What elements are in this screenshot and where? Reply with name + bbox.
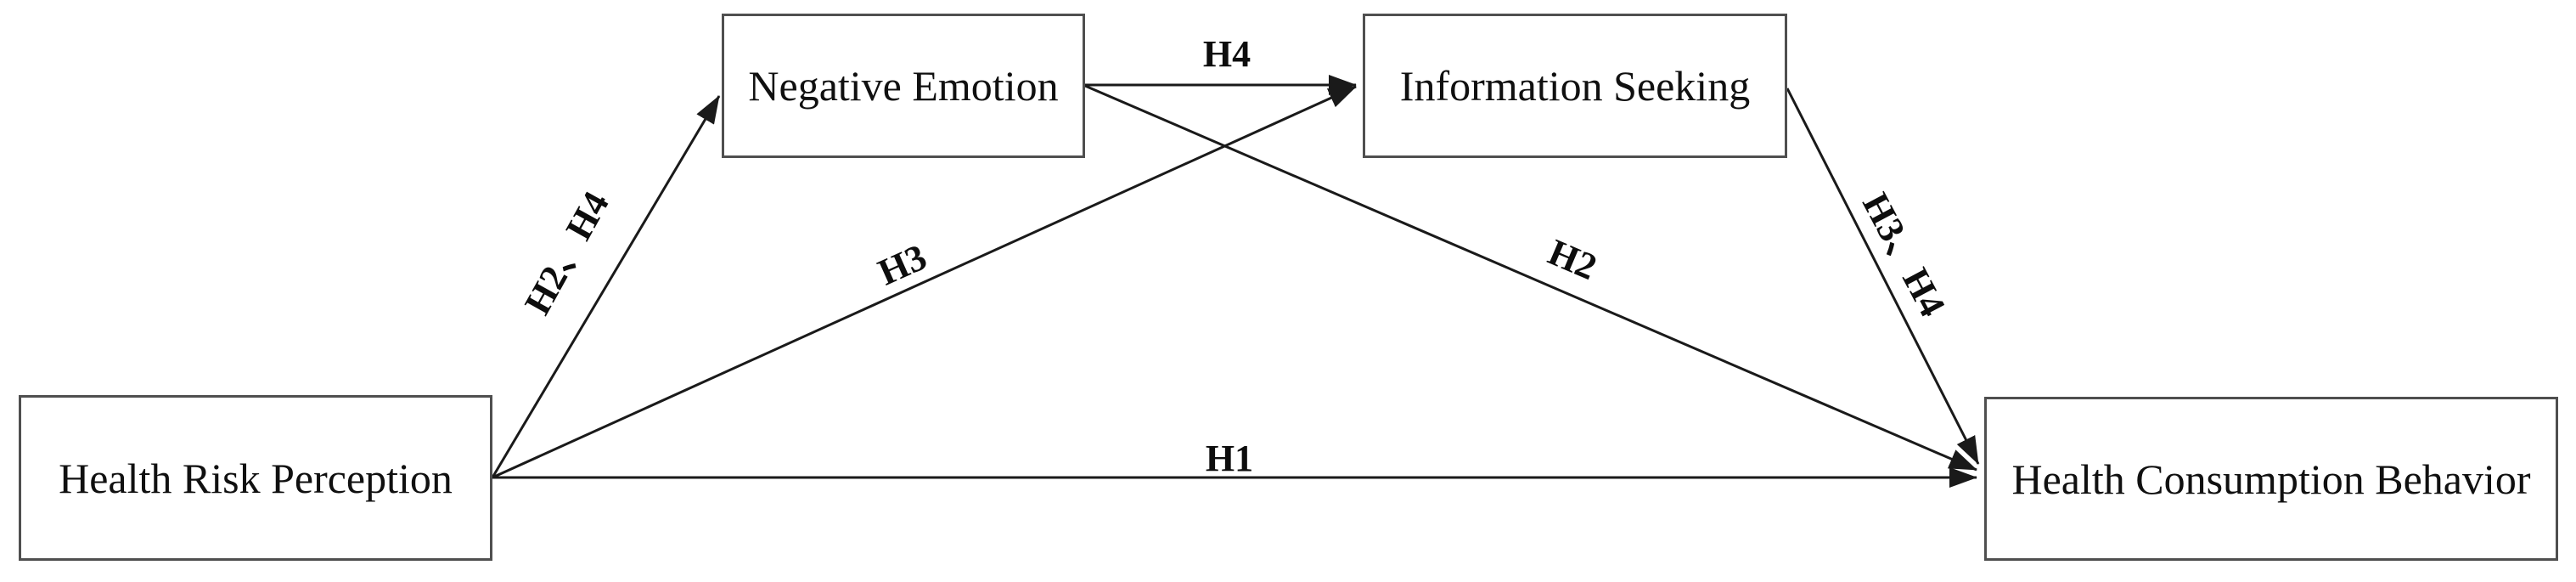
- arrow-hrp-to-negative-emotion: [491, 95, 721, 478]
- edge-label-h1: H1: [1205, 438, 1254, 479]
- node-label-information-seeking: Information Seeking: [1399, 62, 1751, 110]
- node-health-consumption-behavior: Health Consumption Behavior: [1984, 397, 2558, 561]
- arrow-negative-emotion-to-health-consumption-behavior: [1084, 84, 1977, 472]
- arrow-information-seeking-to-health-consumption-behavior: [1786, 88, 1980, 465]
- edge-label-h4: H4: [1202, 33, 1251, 75]
- node-negative-emotion: Negative Emotion: [722, 14, 1085, 158]
- node-label-health-risk-perception: Health Risk Perception: [59, 454, 453, 502]
- node-label-negative-emotion: Negative Emotion: [748, 62, 1059, 110]
- node-label-health-consumption-behavior: Health Consumption Behavior: [2011, 455, 2531, 503]
- node-health-risk-perception: Health Risk Perception: [19, 395, 492, 561]
- arrow-hrp-to-information-seeking: [492, 85, 1357, 479]
- node-information-seeking: Information Seeking: [1363, 14, 1787, 158]
